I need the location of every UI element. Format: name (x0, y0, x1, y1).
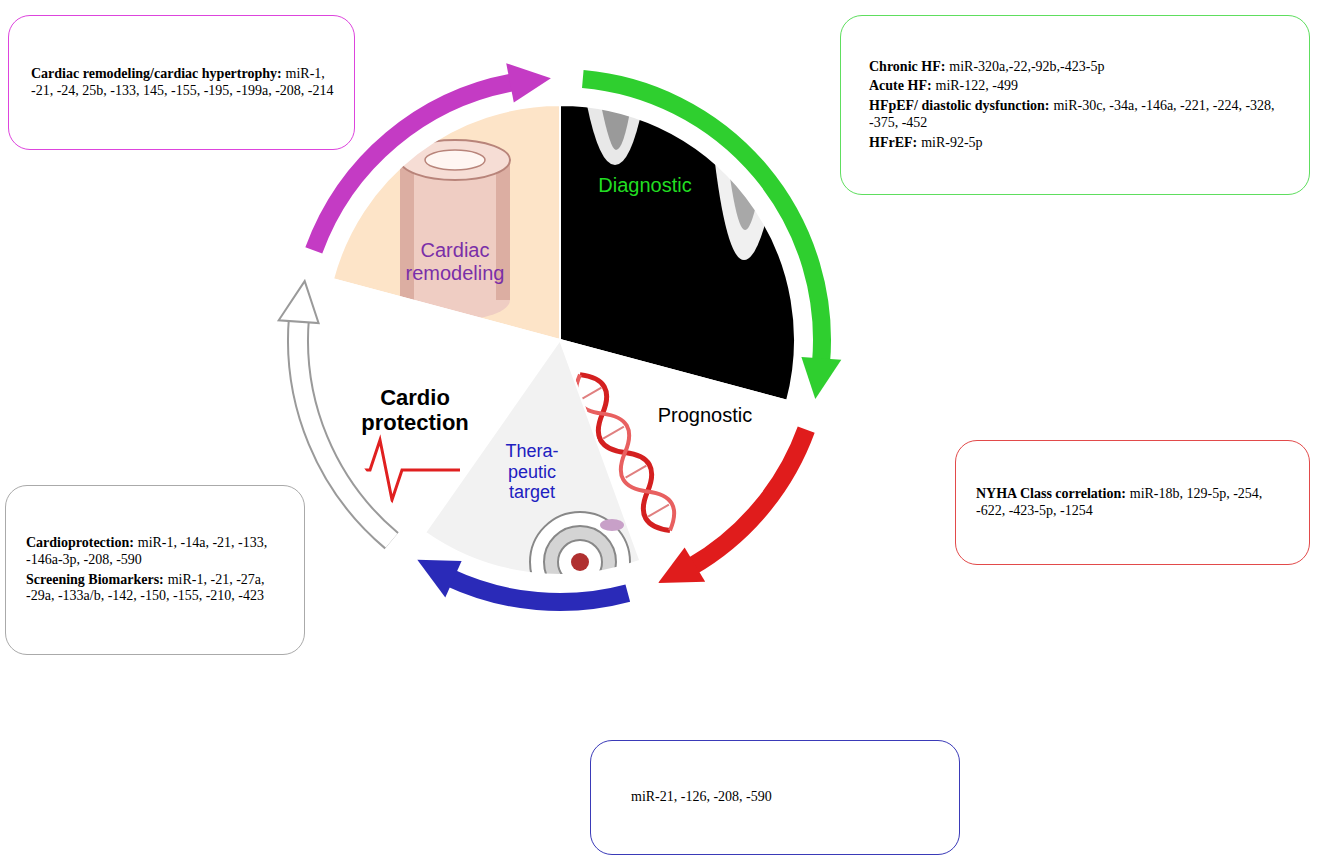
entry-heading: Cardiac remodeling/cardiac hypertrophy: (31, 66, 282, 81)
segment-border (425, 340, 640, 575)
text-group: Chronic HF: miR-320a,-22,-92b,-423-5pAcut… (869, 59, 1293, 152)
segment-illustration (325, 440, 460, 500)
text-group: miR-21, -126, -208, -590 (631, 789, 943, 806)
entry-line: Screening Biomarkers:miR-1, -21, -27a, -… (26, 572, 290, 606)
arrow-body (449, 578, 628, 603)
arrow-head (658, 547, 705, 583)
arrow-head (506, 63, 551, 102)
arrow-head (417, 560, 461, 598)
entry-heading: Cardioprotection: (26, 535, 134, 550)
segment-illustration (530, 512, 630, 575)
entry-line: Acute HF: miR-122, -499 (869, 78, 1293, 95)
text-box: Cardioprotection:miR-1, -14a, -21, -133,… (5, 485, 305, 655)
text-group: Cardioprotection:miR-1, -14a, -21, -133,… (26, 535, 290, 605)
arrow-head (801, 357, 841, 399)
segment-label: Prognostic (640, 404, 770, 427)
text-box: NYHA Class correlation:miR-18b, 129-5p, … (955, 440, 1310, 565)
entry-line: Cardioprotection:miR-1, -14a, -21, -133,… (26, 535, 290, 569)
mirna-list: miR-21, -126, -208, -590 (631, 789, 772, 804)
arrow-head (279, 281, 319, 323)
mirna-list: miR-320a,-22,-92b,-423-5p (949, 59, 1104, 74)
entry-line: miR-21, -126, -208, -590 (631, 789, 943, 806)
mirna-list: miR-122, -499 (936, 78, 1018, 93)
entry-line: HFpEF/ diastolic dysfunction:miR-30c, -3… (869, 98, 1293, 132)
entry-heading: NYHA Class correlation: (976, 486, 1126, 501)
segment-label: Diagnostic (580, 174, 710, 197)
pie-segment: Thera-peutic target (325, 105, 795, 575)
entry-heading: HFrEF: (869, 135, 917, 150)
segment-illustration (400, 140, 510, 320)
entry-line: HFrEF: miR-92-5p (869, 135, 1293, 152)
entry-line: Chronic HF: miR-320a,-22,-92b,-423-5p (869, 59, 1293, 76)
entry-line: NYHA Class correlation:miR-18b, 129-5p, … (976, 486, 1293, 520)
segment-label: Cardiac remodeling (395, 239, 515, 285)
text-box: Cardiac remodeling/cardiac hypertrophy:m… (8, 15, 355, 150)
entry-line: Cardiac remodeling/cardiac hypertrophy:m… (31, 66, 338, 100)
entry-heading: Chronic HF: (869, 59, 945, 74)
text-group: Cardiac remodeling/cardiac hypertrophy:m… (31, 66, 338, 100)
segment-shape (325, 105, 795, 575)
mirna-list: miR-92-5p (921, 135, 982, 150)
text-box: Chronic HF: miR-320a,-22,-92b,-423-5pAcut… (840, 15, 1310, 195)
segment-label: Cardio protection (355, 385, 475, 436)
segment-label: Thera-peutic target (497, 441, 567, 503)
text-group: NYHA Class correlation:miR-18b, 129-5p, … (976, 486, 1293, 520)
entry-heading: HFpEF/ diastolic dysfunction: (869, 98, 1049, 113)
entry-heading: Acute HF: (869, 78, 932, 93)
text-box: miR-21, -126, -208, -590 (590, 740, 960, 855)
entry-heading: Screening Biomarkers: (26, 572, 164, 587)
